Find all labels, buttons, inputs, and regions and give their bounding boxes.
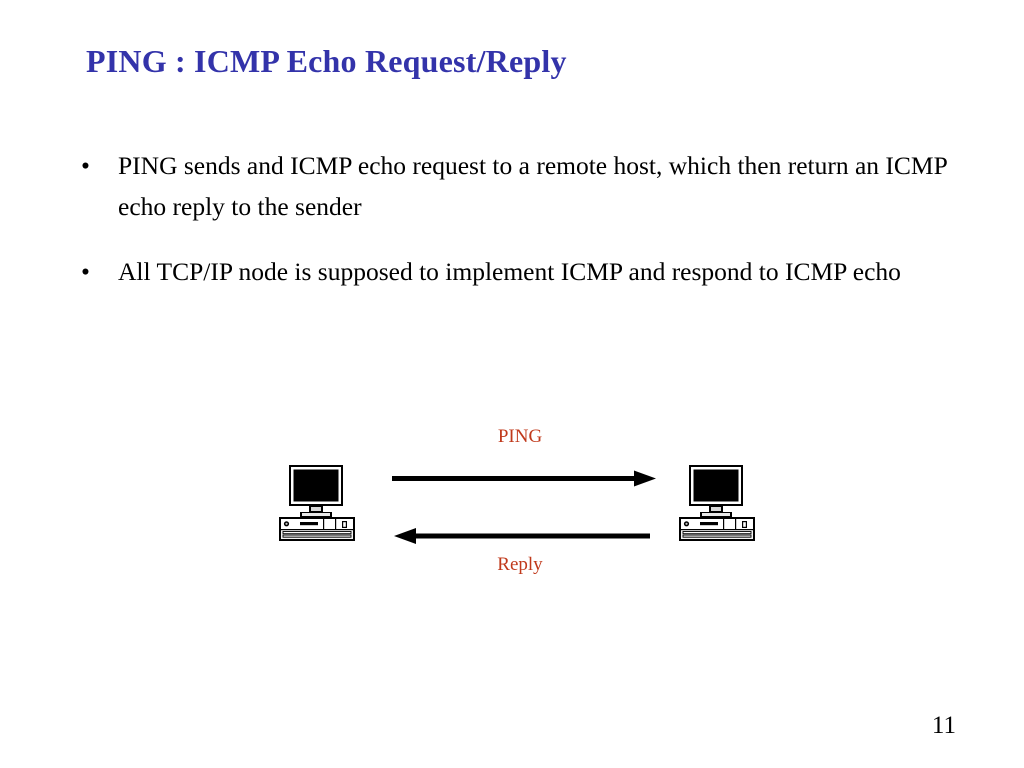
computer-icon xyxy=(678,464,756,544)
bullet-text: PING sends and ICMP echo request to a re… xyxy=(118,151,947,222)
list-item: • PING sends and ICMP echo request to a … xyxy=(74,145,964,228)
computer-icon xyxy=(278,464,356,544)
list-item: • All TCP/IP node is supposed to impleme… xyxy=(74,251,964,292)
page-number: 11 xyxy=(931,712,956,739)
bullet-marker-icon: • xyxy=(81,151,90,180)
bullet-text: All TCP/IP node is supposed to implement… xyxy=(118,256,901,286)
bullet-marker-icon: • xyxy=(81,256,90,286)
ping-reply-diagram: PING xyxy=(260,418,780,593)
bullet-list: • PING sends and ICMP echo request to a … xyxy=(74,145,964,292)
page-title: PING : ICMP Echo Request/Reply xyxy=(86,43,567,79)
arrow-right-icon xyxy=(392,470,656,487)
diagram-label-ping: PING xyxy=(497,426,543,447)
diagram-label-reply: Reply xyxy=(497,554,543,575)
arrow-left-icon xyxy=(394,528,650,544)
